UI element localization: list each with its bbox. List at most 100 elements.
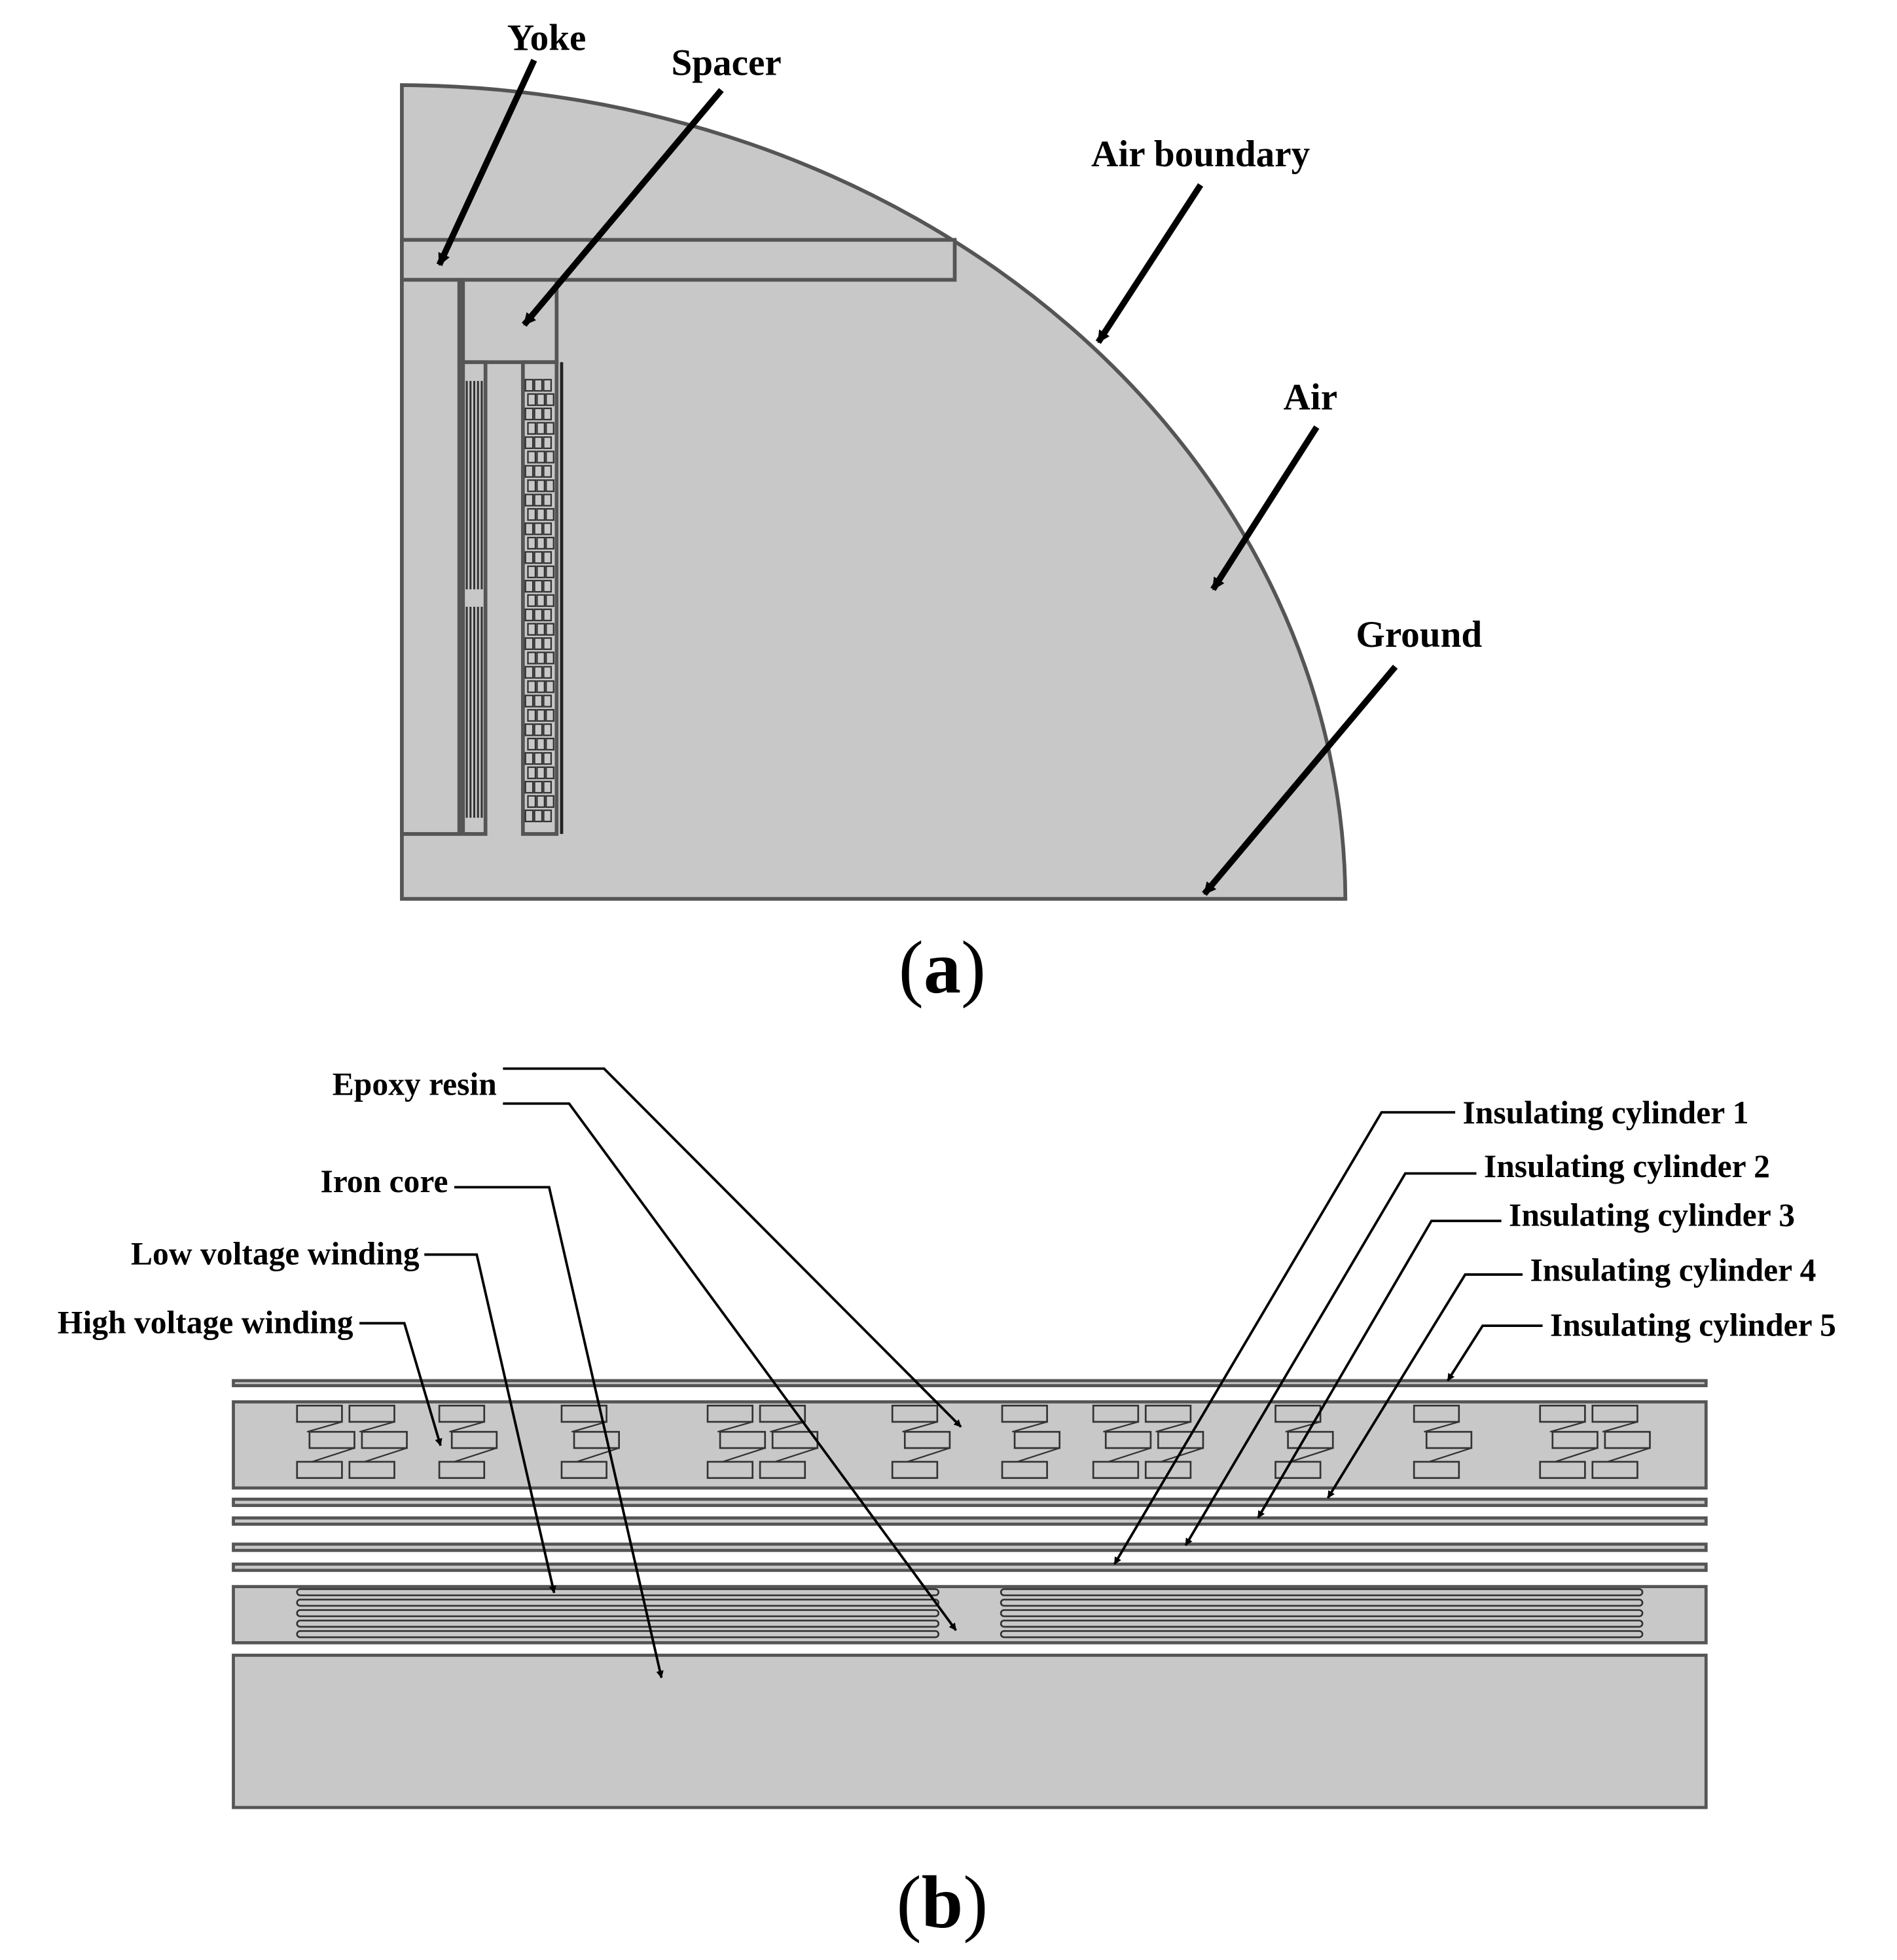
hv-disc <box>533 723 543 736</box>
hv-coil <box>296 1404 343 1423</box>
hv-disc <box>543 407 552 421</box>
insulating-cylinder-4-leader <box>1326 1273 1523 1499</box>
lv-strip <box>1000 1588 1644 1597</box>
air-region <box>400 83 1348 901</box>
hv-disc <box>533 752 543 765</box>
insulating-cylinder-4-shape <box>232 1497 1708 1508</box>
hv-disc <box>536 565 545 579</box>
hv-coil <box>1092 1461 1140 1479</box>
air-arrow <box>1210 425 1320 591</box>
hv-coil <box>1287 1430 1334 1449</box>
hv-disc <box>524 378 534 392</box>
hv-disc <box>543 522 552 535</box>
hv-coil <box>573 1430 620 1449</box>
hv-disc <box>524 494 534 507</box>
lv-strip <box>296 1588 940 1597</box>
caption-b: (b) <box>897 1860 988 1944</box>
panel-a-annotations: Yoke Spacer Air boundary Air Ground <box>436 18 1482 896</box>
hv-disc <box>524 780 534 794</box>
hv-coil-link <box>1155 1421 1191 1433</box>
hv-disc <box>527 795 537 808</box>
lv-winding-strips <box>296 1588 1644 1639</box>
hv-disc <box>545 623 554 636</box>
hv-coil <box>438 1461 486 1479</box>
hv-disc <box>527 422 537 435</box>
hv-disc <box>524 752 534 765</box>
hv-disc <box>536 737 545 751</box>
hv-coil <box>438 1404 486 1423</box>
hv-coil <box>450 1430 498 1449</box>
ground-arrow <box>1202 664 1398 896</box>
hv-disc <box>533 522 543 535</box>
insulating-cylinder-2-leader <box>1184 1172 1477 1546</box>
lv-strip <box>296 1620 940 1628</box>
hv-disc <box>545 479 554 492</box>
hv-coil-link <box>454 1447 497 1463</box>
epoxy-resin-leader-1 <box>503 1067 962 1428</box>
air-boundary-arrow <box>1095 183 1204 344</box>
hv-disc <box>536 393 545 407</box>
hv-disc <box>545 594 554 608</box>
hv-disc <box>536 766 545 780</box>
hv-coil-link <box>902 1421 938 1433</box>
panel-a-model <box>400 83 1348 901</box>
hv-winding-discs <box>524 378 554 823</box>
iron-core-leader <box>454 1186 664 1679</box>
hv-coil <box>891 1404 939 1423</box>
insulating-cylinder-5-leader <box>1447 1324 1543 1382</box>
hv-disc <box>536 651 545 664</box>
hv-disc <box>543 551 552 564</box>
hv-coil-link <box>1011 1421 1047 1433</box>
hv-disc <box>533 809 543 823</box>
hv-coil-link <box>364 1447 407 1463</box>
panel-b-annotations: Epoxy resin Iron core Low voltage windin… <box>58 1066 1836 1679</box>
hv-disc <box>533 637 543 650</box>
hv-coil-link <box>1607 1447 1650 1463</box>
air-label: Air <box>1284 377 1338 418</box>
hv-coil <box>891 1461 939 1479</box>
hv-coil <box>1104 1430 1152 1449</box>
hv-disc <box>543 494 552 507</box>
hv-coil <box>771 1430 819 1449</box>
lv-strip <box>1000 1630 1644 1639</box>
hv-disc <box>533 465 543 478</box>
low-voltage-winding-label: Low voltage winding <box>131 1236 420 1272</box>
hv-disc <box>533 608 543 622</box>
hv-coil-link <box>312 1447 355 1463</box>
hv-disc <box>527 508 537 521</box>
hv-coil <box>1413 1404 1460 1423</box>
hv-coil-link <box>359 1421 395 1433</box>
hv-coil-link <box>1428 1447 1472 1463</box>
hv-disc <box>536 450 545 463</box>
hv-disc <box>543 780 552 794</box>
hv-disc <box>536 623 545 636</box>
insulating-cylinder-1-leader <box>1113 1111 1456 1565</box>
hv-coil-link <box>306 1421 342 1433</box>
high-voltage-winding-leader <box>359 1322 443 1447</box>
hv-disc <box>527 594 537 608</box>
yoke-label: Yoke <box>507 18 587 59</box>
hv-coil-link <box>1108 1447 1151 1463</box>
hv-coil-link <box>1549 1421 1585 1433</box>
hv-coil <box>719 1430 767 1449</box>
hv-disc <box>545 393 554 407</box>
hv-disc <box>545 709 554 722</box>
hv-disc <box>536 508 545 521</box>
hv-disc <box>545 508 554 521</box>
hv-disc <box>545 450 554 463</box>
lv-winding-strands <box>465 380 483 818</box>
hv-disc <box>527 680 537 693</box>
insulating-cylinder-5-label: Insulating cylinder 5 <box>1550 1307 1836 1343</box>
hv-disc <box>536 536 545 550</box>
hv-coil-link <box>576 1447 620 1463</box>
yoke-arrow <box>436 58 537 266</box>
hv-disc <box>524 465 534 478</box>
hv-disc <box>527 651 537 664</box>
hv-coil-link <box>1017 1447 1060 1463</box>
hv-disc <box>524 608 534 622</box>
hv-coil <box>1591 1461 1638 1479</box>
hv-coil <box>1539 1461 1586 1479</box>
hv-coil <box>1425 1430 1473 1449</box>
hv-disc <box>527 737 537 751</box>
